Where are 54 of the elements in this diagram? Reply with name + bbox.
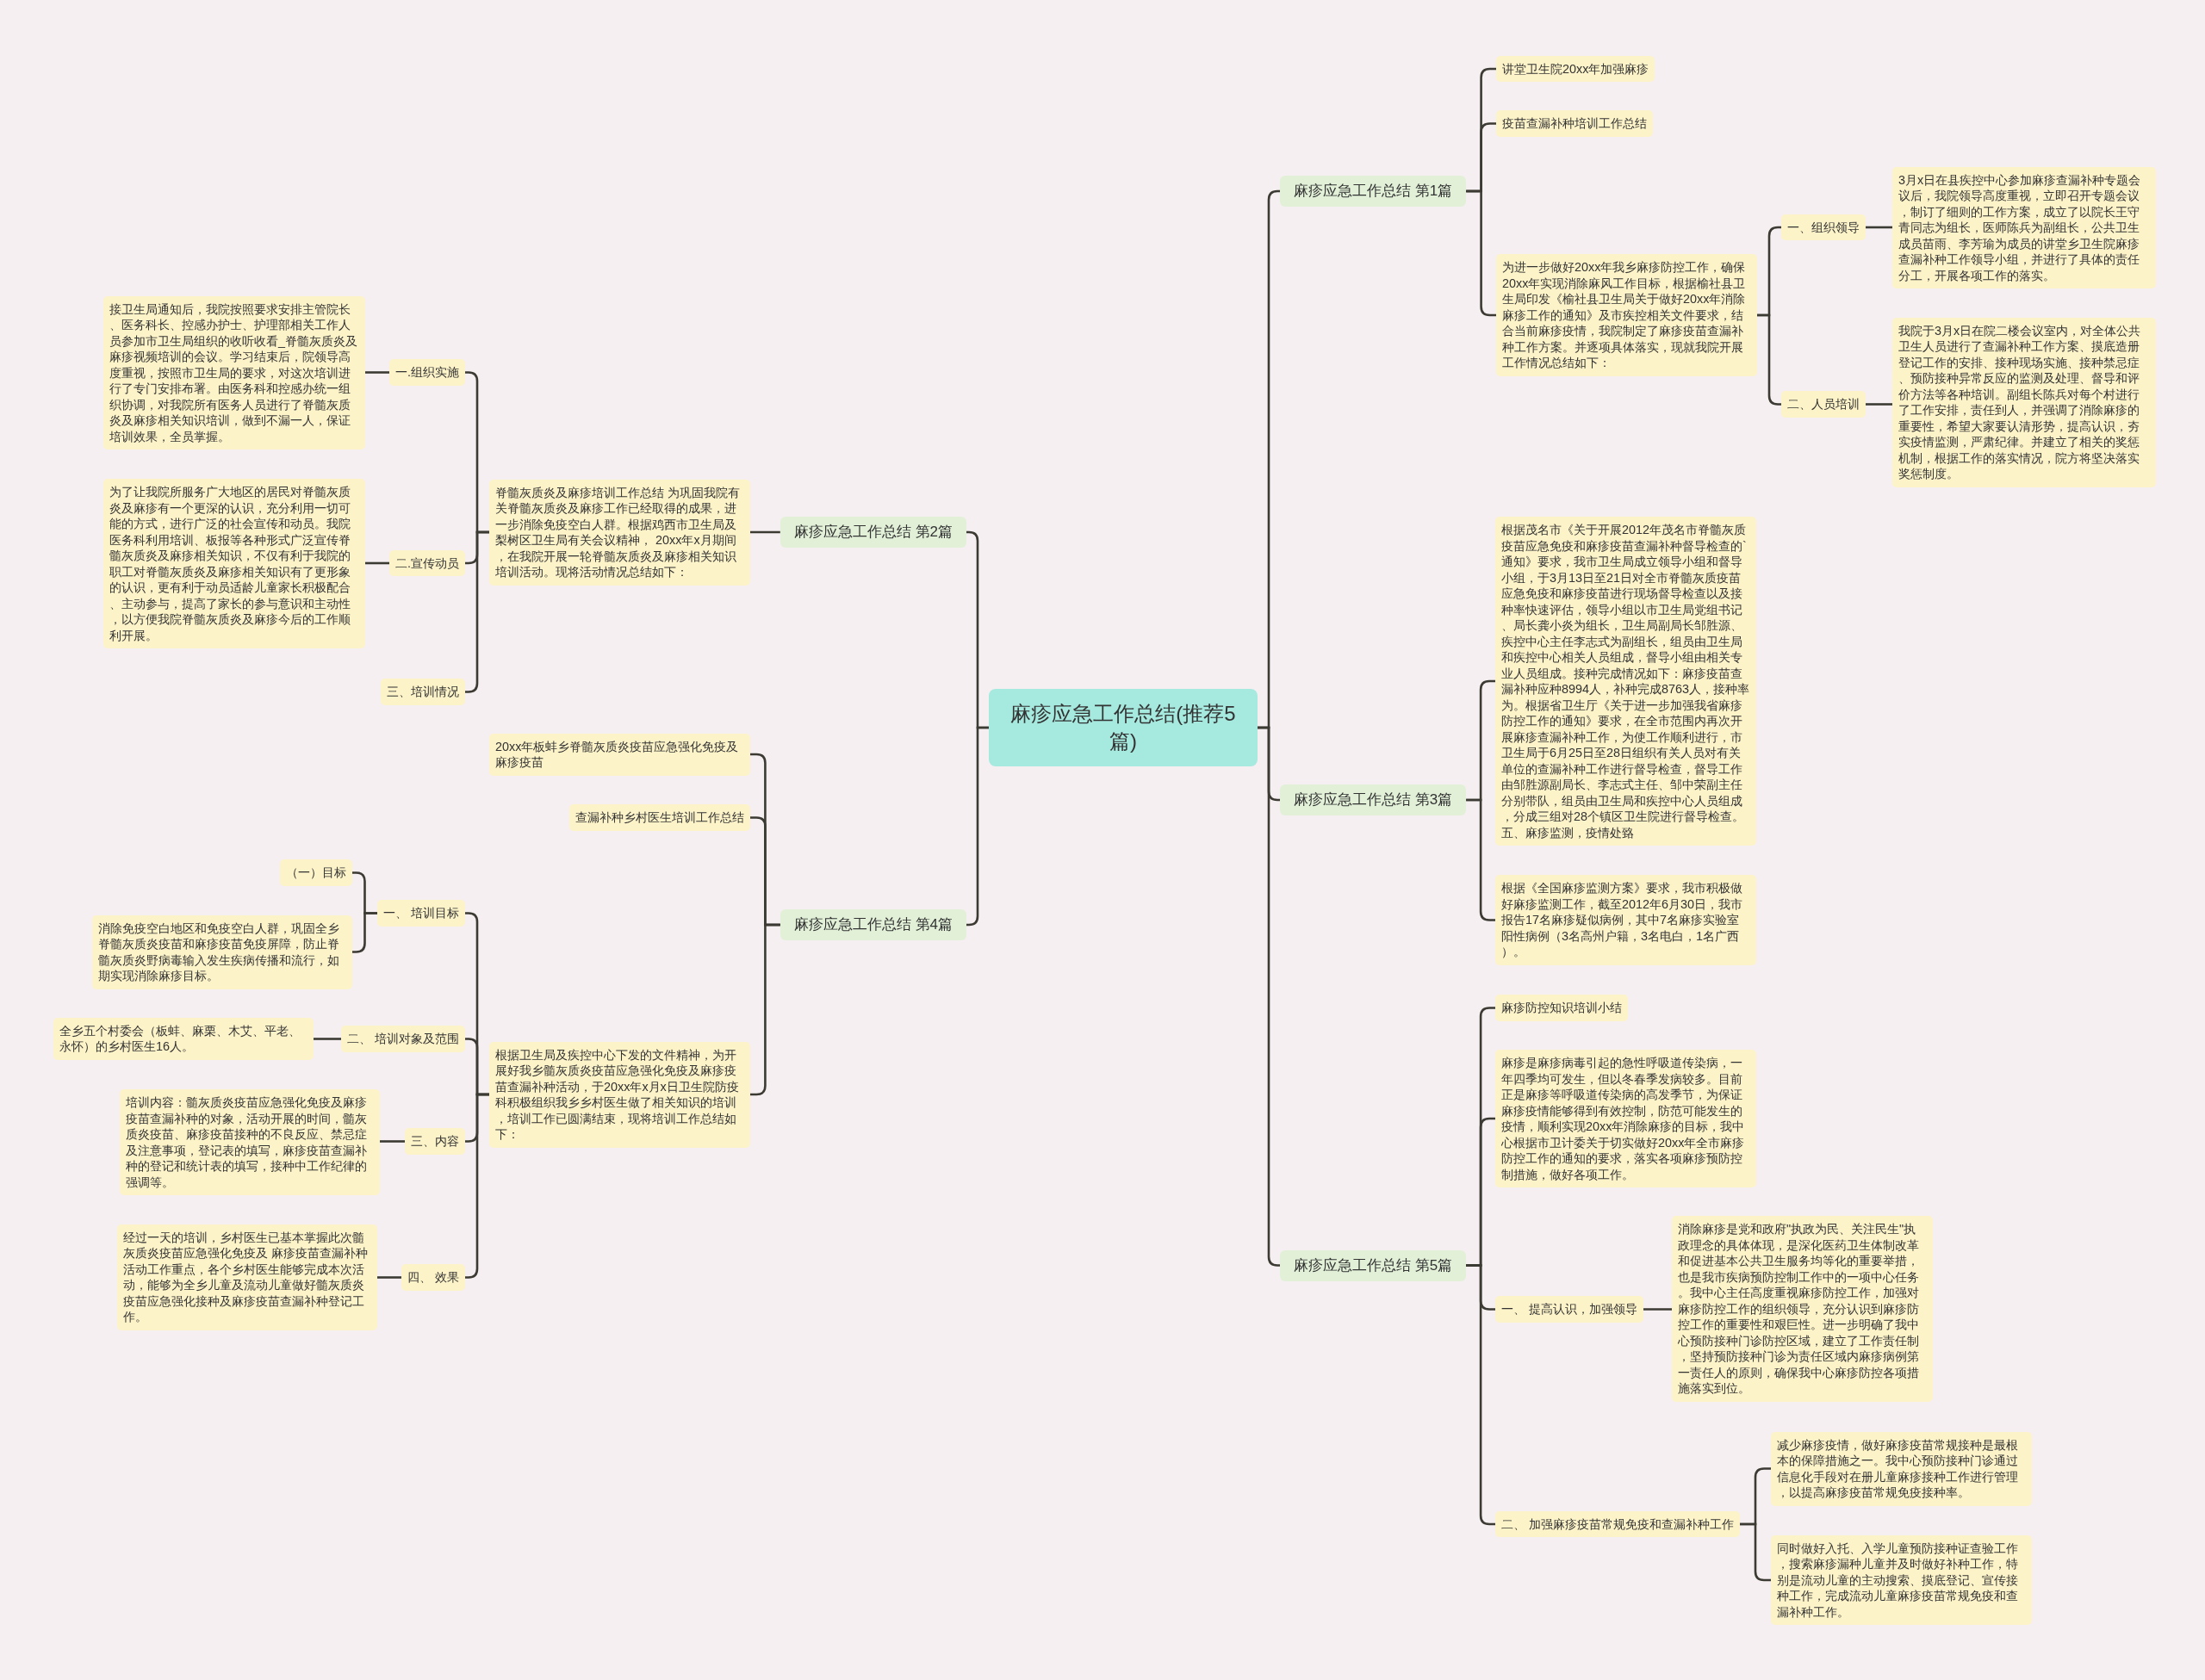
subtopic-box: 三、内容 xyxy=(405,1128,465,1155)
text-card: 同时做好入托、入学儿童预防接种证查验工作，搜索麻疹漏种儿童并及时做好补种工作，特别是流动儿童的主动搜索、摸底登记、宣传接种工作，完成流动儿童麻疹疫苗常规免疫和查漏补种工作。 xyxy=(1771,1534,2032,1626)
text-card: 脊髓灰质炎及麻疹培训工作总结 为巩固我院有关脊髓灰质炎及麻疹工作已经取得的成果，进一步消除免疫空白人群。根据鸡西市卫生局及梨树区卫生局有关会议精神， 20xx年x月期间，在我院开展一轮脊髓灰质炎及麻疹相关知识培训活动。现将活动情况总结如下： xyxy=(489,479,750,586)
text-card: 3月x日在县疾控中心参加麻疹查漏补种专题会议后，我院领导高度重视，立即召开专题会议，制订了细则的工作方案，成立了以院长王守青同志为组长，医师陈兵为副组长，公共卫生成员苗雨、李芳瑜为成员的讲堂乡卫生院麻疹查漏补种工作领导小组，并进行了具体的责任分工，开展各项工作的落实。 xyxy=(1892,166,2156,289)
text-card: 麻疹是麻疹病毒引起的急性呼吸道传染病，一年四季均可发生，但以冬春季发病较多。目前正是麻疹等呼吸道传染病的高发季节，为保证麻疹疫情能够得到有效控制，防范可能发生的疫情，顺利实现20xx年消除麻疹的目标，我中心根据市卫计委关于切实做好20xx年全市麻疹防控工作的通知的要求，落实各项麻疹预防控制措施，做好各项工作。 xyxy=(1495,1050,1756,1187)
subtopic-box: 讲堂卫生院20xx年加强麻疹 xyxy=(1496,55,1655,83)
branch-topic-box: 麻疹应急工作总结 第5篇 xyxy=(1280,1249,1467,1281)
text-card: 培训内容：髓灰质炎疫苗应急强化免疫及麻疹疫苗查漏补种的对象，活动开展的时间，髓灰质炎疫苗、麻疹疫苗接种的不良反应、禁忌症及注意事项，登记表的填写，麻疹疫苗查漏补种的登记和统计表的填写，接种中工作纪律的强调等。 xyxy=(120,1089,380,1195)
subtopic-box: 一.组织实施 xyxy=(389,359,465,386)
branch-topic-box: 麻疹应急工作总结 第4篇 xyxy=(780,909,966,940)
subtopic-box: 四、 效果 xyxy=(401,1264,465,1291)
connector-line xyxy=(314,1038,341,1040)
text-card: 消除麻疹是党和政府"执政为民、关注民生"执政理念的具体体现，是深化医药卫生体制改革和促进基本公共卫生服务均等化的重要举措，也是我市疾病预防控制工作中的一项中心任务。我中心主任高度重视麻疹防控工作，加强对麻疹防控工作的组织领导，充分认识到麻疹防控工作的重要性和艰巨性。进一步明确了我中心预防接种门诊防控区域，建立了工作责任制，坚持预防接种门诊为责任区域内麻疹病例第一责任人的原则，确保我中心麻疹防控各项措施落实到位。 xyxy=(1672,1216,1933,1402)
subtopic-box: 二.宣传动员 xyxy=(389,549,465,577)
text-card: 为了让我院所服务广大地区的居民对脊髓灰质炎及麻疹有一个更深的认识，充分利用一切可能的方式，进行广泛的社会宣传和动员。我院医务科利用培训、板报等各种形式广泛宣传脊髓灰质炎及麻疹相关知识，不仅有利于我院的职工对脊髓灰质炎及麻疹相关知识有了更形象的认识，更有利于动员适龄儿童家长积极配合、主动参与，提高了家长的参与意识和主动性，以方便我院脊髓灰质炎及麻疹今后的工作顺利开展。 xyxy=(103,479,365,648)
text-card: 减少麻疹疫情，做好麻疹疫苗常规接种是最根本的保障措施之一。我中心预防接种门诊通过信息化手段对在册儿童麻疹接种工作进行管理，以提高麻疹疫苗常规免疫接种率。 xyxy=(1771,1431,2032,1506)
subtopic-box: 一、 提高认识，加强领导 xyxy=(1495,1296,1643,1323)
text-card: 我院于3月x日在院二楼会议室内，对全体公共卫生人员进行了查漏补种工作方案、摸底造册登记工作的安排、接种现场实施、接种禁忌症、预防接种异常反应的监测及处理、督导和评价方法等各种培训。副组长陈兵对每个村进行了工作安排，责任到人，并强调了消除麻疹的重要性，希望大家要认清形势，提高认识，夯实疫情监测，严肃纪律。并建立了相关的奖惩机制，根据工作的落实情况，院方将坚决落实奖惩制度。 xyxy=(1892,317,2156,487)
connector-line xyxy=(352,912,377,953)
branch-topic-box: 麻疹应急工作总结 第3篇 xyxy=(1280,784,1467,815)
text-card: 根据《全国麻疹监测方案》要求，我市积极做好麻疹监测工作，截至2012年6月30日，我市报告17名麻疹疑似病例，其中7名麻疹实验室阳性病例（3名高州户籍，3名电白，1名广西）。 xyxy=(1495,875,1756,965)
text-card: 全乡五个村委会（板蚌、麻栗、木艾、平老、永怀）的乡村医生16人。 xyxy=(53,1017,314,1060)
connector-line xyxy=(750,530,780,534)
subtopic-box: 一、 培训目标 xyxy=(377,900,465,927)
subtopic-box: 二、 培训对象及范围 xyxy=(341,1026,465,1052)
text-card: 为进一步做好20xx年我乡麻疹防控工作，确保20xx年实现消除麻风工作目标，根据榆社县卫生局印发《榆社县卫生局关于做好20xx年消除麻疹工作的通知》及市疾控相关文件要求，结合当前麻疹疫情，我院制定了麻疹疫苗查漏补种工作方案。并逐项具体落实，现就我院开展工作情况总结如下： xyxy=(1496,254,1757,376)
subtopic-box: 麻疹防控知识培训小结 xyxy=(1495,995,1628,1021)
connector-line xyxy=(1643,1308,1672,1311)
text-card: 接卫生局通知后，我院按照要求安排主管院长、医务科长、控感办护士、护理部相关工作人员参加市卫生局组织的收听收看_脊髓灰质炎及麻疹视频培训的会议。学习结束后，院领导高度重视，按照市卫生局的要求，对这次培训进行了专门安排布署。由医务科和控感办统一组织协调，对我院所有医务人员进行了脊髓灰质炎及麻疹相关知识培训，做到不漏一人，保证培训效果，全员掌握。 xyxy=(103,295,365,450)
subtopic-box: 二、人员培训 xyxy=(1781,391,1866,418)
connector-line xyxy=(1740,1522,1771,1582)
connector-line xyxy=(377,1276,401,1279)
central-topic-box: 麻疹应急工作总结(推荐5篇) xyxy=(989,689,1258,766)
branch-topic-box: 麻疹应急工作总结 第1篇 xyxy=(1280,176,1467,207)
subtopic-box: 查漏补种乡村医生培训工作总结 xyxy=(569,804,750,831)
text-card: 根据茂名市《关于开展2012年茂名市脊髓灰质疫苗应急免疫和麻疹疫苗查漏补种督导检查的`通知》要求，我市卫生局成立领导小组和督导小组，于3月13日至21日对全市脊髓灰质疫苗应急免疫和麻疹疫苗进行现场督导检查以及接种率快速评估，领导小组以市卫生局党组书记、局长龚小炎为组长，卫生局副局长邹胜源、疾控中心主任李志式为副组长，组员由卫生局和疾控中心相关人员组成，督导小组由相关专业人员组成。接种完成情况如下：麻疹疫苗查漏补种应种8994人，补种完成8763人，接种率为。根据省卫生厅《关于进一步加强我省麻疹防控工作的通知》要求，在全市范围内再次开展麻疹查漏补种工作，为使工作顺利进行，市卫生局于6月25日至28日组织有关人员对有关单位的查漏补种工作进行督导检查，督导工作由邹胜源副局长、李志式主任、邹中荣副主任分别带队，组员由卫生局和疾控中心人员组成，分成三组对28个镇区卫生院进行督导检查。五、麻疹监测，疫情处臵 xyxy=(1495,517,1756,846)
text-card: 20xx年板蚌乡脊髓灰质炎疫苗应急强化免疫及麻疹疫苗 xyxy=(489,733,750,776)
connector-line xyxy=(1258,726,1281,1267)
subtopic-box: 二、 加强麻疹疫苗常规免疫和查漏补种工作 xyxy=(1495,1510,1740,1538)
connector-line xyxy=(1866,403,1892,406)
connector-line xyxy=(380,1140,405,1143)
connector-line xyxy=(750,923,780,1096)
connector-line xyxy=(365,561,389,565)
branch-topic-box: 麻疹应急工作总结 第2篇 xyxy=(780,517,966,548)
subtopic-box: 疫苗查漏补种培训工作总结 xyxy=(1496,110,1653,137)
text-card: 消除免疫空白地区和免疫空白人群，巩固全乡脊髓灰质炎疫苗和麻疹疫苗免疫屏障，防止脊髓灰质炎野病毒输入发生疾病传播和流行，如期实现消除麻疹目标。 xyxy=(92,914,352,989)
connector-line xyxy=(365,371,389,374)
subtopic-box: 一、组织领导 xyxy=(1781,214,1866,241)
text-card: 经过一天的培训，乡村医生已基本掌握此次髓灰质炎疫苗应急强化免疫及 麻疹疫苗查漏补种活动工作重点，各个乡村医生能够完成本次活动，能够为全乡儿童及流动儿童做好髓灰质炎疫苗应急强化接种及麻疹疫苗查漏补种登记工作。 xyxy=(117,1224,377,1330)
subtopic-box: （一）目标 xyxy=(280,859,352,886)
connector-line xyxy=(1866,226,1892,229)
connector-line xyxy=(1466,189,1496,317)
subtopic-box: 三、培训情况 xyxy=(381,679,465,705)
text-card: 根据卫生局及疾控中心下发的文件精神，为开展好我乡髓灰质炎疫苗应急强化免疫及麻疹疫苗查漏补种活动，于20xx年x月x日卫生院防疫科积极组织我乡乡村医生做了相关知识的培训，培训工作已圆满结束，现将培训工作总结如下： xyxy=(489,1041,750,1148)
